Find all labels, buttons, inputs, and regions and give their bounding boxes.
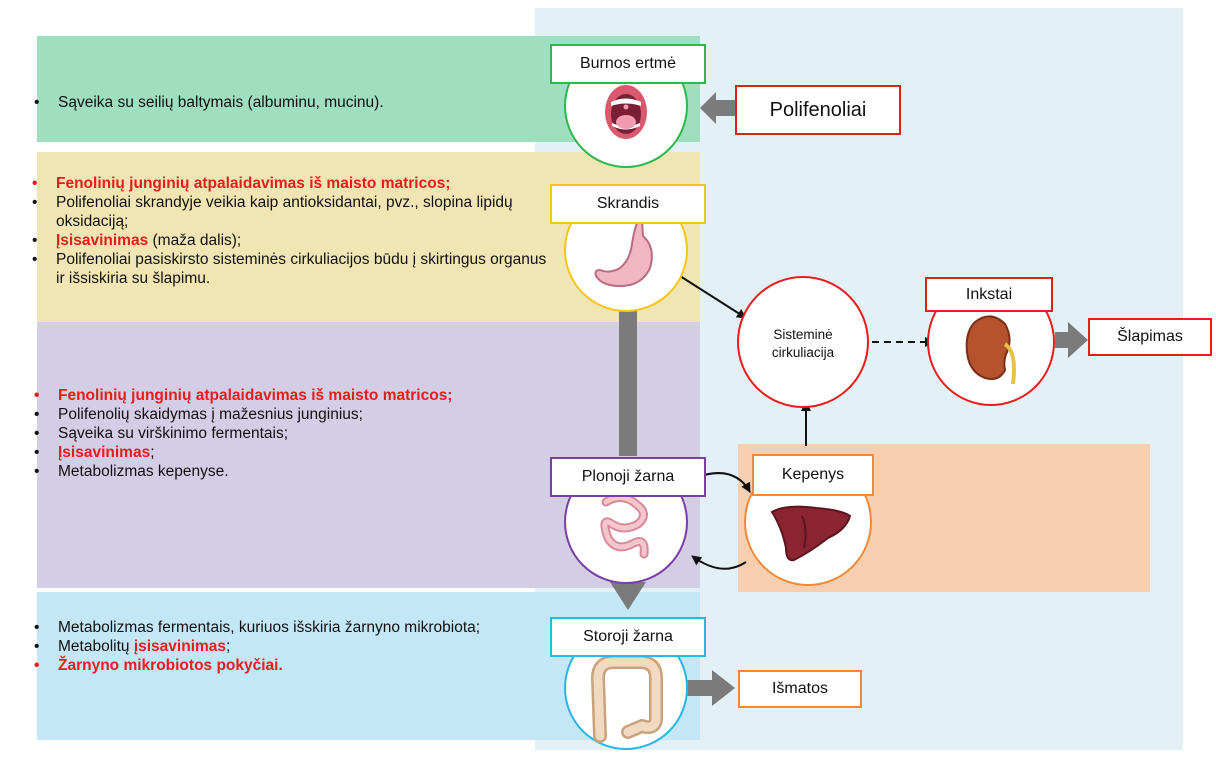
- systemic-circulation-circle: Sisteminė cirkuliacija: [737, 276, 869, 408]
- colon-item-2-rest: ;: [226, 638, 230, 655]
- colon-item-1: Metabolizmas fermentais, kuriuos išskiri…: [32, 618, 512, 637]
- stomach-to-systemic-arrow: [680, 276, 746, 318]
- stomach-item-4: Polifenoliai pasiskirsto sisteminės cirk…: [30, 250, 550, 288]
- intestine-text: Fenolinių junginių atpalaidavimas iš mai…: [32, 386, 502, 481]
- intestine-item-5: Metabolizmas kepenyse.: [32, 462, 502, 481]
- colon-item-2-highlight: įsisavinimas: [134, 638, 226, 655]
- stomach-item-3-highlight: Įsisavinimas: [56, 232, 148, 249]
- down-arrow-to-colon: [610, 582, 646, 610]
- colon-to-feces-arrow: [686, 670, 735, 706]
- intestine-item-4-highlight: Įsisavinimas: [58, 444, 150, 461]
- mouth-label: Burnos ertmė: [550, 44, 706, 84]
- stomach-text: Fenolinių junginių atpalaidavimas iš mai…: [30, 174, 550, 288]
- stomach-item-1: Fenolinių junginių atpalaidavimas iš mai…: [30, 174, 550, 193]
- liver-to-intestine-arrow: [692, 556, 746, 569]
- small-intestine-label: Plonoji žarna: [550, 457, 706, 497]
- stomach-item-3-rest: (maža dalis);: [148, 232, 241, 249]
- kidney-label: Inkstai: [925, 277, 1053, 312]
- liver-label: Kepenys: [752, 454, 874, 496]
- systemic-line-2: cirkuliacija: [739, 344, 867, 362]
- polyphenols-arrow: [700, 92, 738, 124]
- mouth-text: Sąveika su seilių baltymais (albuminu, m…: [32, 93, 552, 112]
- intestine-item-1: Fenolinių junginių atpalaidavimas iš mai…: [32, 386, 502, 405]
- feces-label: Išmatos: [738, 670, 862, 708]
- intestine-item-3: Sąveika su virškinimo fermentais;: [32, 424, 502, 443]
- stomach-label: Skrandis: [550, 184, 706, 224]
- stomach-item-3: Įsisavinimas (maža dalis);: [30, 231, 550, 250]
- kidney-to-urine-arrow: [1055, 322, 1088, 358]
- intestine-item-4: Įsisavinimas;: [32, 443, 502, 462]
- intestine-to-liver-arrow: [704, 473, 750, 492]
- colon-item-2: Metabolitų įsisavinimas;: [32, 637, 512, 656]
- large-intestine-label: Storoji žarna: [550, 617, 706, 657]
- colon-item-2-prefix: Metabolitų: [58, 638, 134, 655]
- stomach-item-2: Polifenoliai skrandyje veikia kaip antio…: [30, 193, 550, 231]
- urine-label: Šlapimas: [1088, 318, 1212, 356]
- intestine-item-2: Polifenolių skaidymas į mažesnius jungin…: [32, 405, 502, 424]
- intestine-item-4-rest: ;: [150, 444, 154, 461]
- polyphenols-label: Polifenoliai: [735, 85, 901, 135]
- colon-text: Metabolizmas fermentais, kuriuos išskiri…: [32, 618, 512, 675]
- systemic-line-1: Sisteminė: [739, 326, 867, 344]
- digestive-trunk: [619, 300, 637, 456]
- mouth-item-1: Sąveika su seilių baltymais (albuminu, m…: [32, 93, 552, 112]
- colon-item-3: Žarnyno mikrobiotos pokyčiai.: [32, 656, 512, 675]
